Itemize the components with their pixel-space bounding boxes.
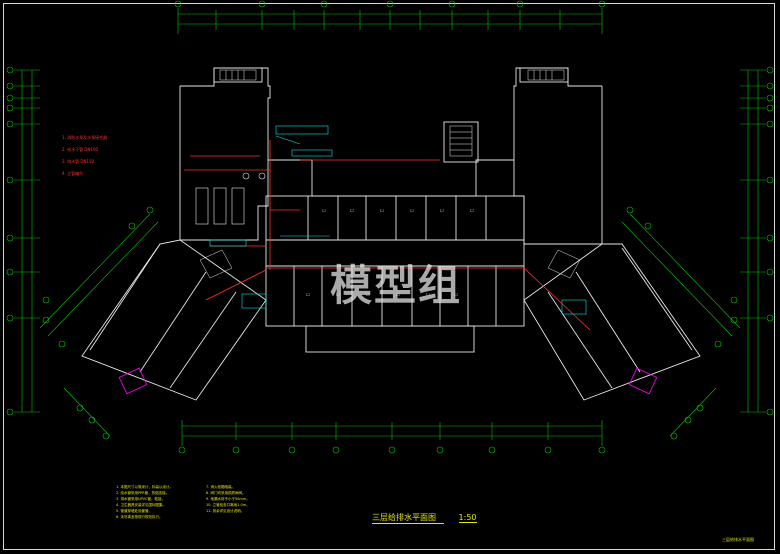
drawing-title-block: 三层给排水平面图 1:50 — [372, 512, 477, 524]
svg-text:☐: ☐ — [410, 208, 414, 213]
svg-text:☐: ☐ — [322, 208, 326, 213]
legend-item: 3. 排水管 DN150 — [62, 159, 95, 164]
building-walls — [81, 67, 701, 401]
grid-bubbles-bottom — [178, 446, 606, 454]
svg-text:☐: ☐ — [440, 208, 444, 213]
svg-text:☐: ☐ — [350, 208, 354, 213]
title-stamp: 三层给排水平面图 — [722, 537, 754, 542]
note: 8. 阀门均采用铜质闸阀。 — [206, 491, 246, 495]
note: 6. 未尽事宜按现行规范执行。 — [116, 515, 163, 519]
svg-text:☐: ☐ — [470, 208, 474, 213]
right-dimension-line — [740, 66, 774, 416]
note: 1. 本图尺寸以毫米计，标高以米计。 — [116, 485, 173, 489]
svg-text:☐: ☐ — [306, 292, 310, 297]
svg-text:☐: ☐ — [396, 292, 400, 297]
note: 5. 管道穿墙处设套管。 — [116, 509, 152, 513]
note: 2. 给水管采用PPR管，热熔连接。 — [116, 491, 170, 495]
legend-red: 1. 消防水泵及水泵接合器 2. 给水干管 DN100 3. 排水管 DN150… — [62, 132, 107, 180]
legend-item: 4. 立管编号 — [62, 171, 84, 176]
note: 7. 消火栓箱暗装。 — [206, 485, 235, 489]
note: 4. 卫生器具安装详见国标图集。 — [116, 503, 166, 507]
drawing-title: 三层给排水平面图 — [372, 512, 444, 524]
legend-item: 1. 消防水泵及水泵接合器 — [62, 135, 108, 140]
legend-item: 2. 给水干管 DN100 — [62, 147, 99, 152]
bottom-dimension-line — [181, 420, 603, 446]
drawing-scale: 1:50 — [458, 513, 477, 523]
right-wing-dimensions — [621, 206, 741, 440]
pipes — [184, 140, 591, 331]
note: 11. 其余详见设计说明。 — [206, 509, 245, 513]
top-dimension-line — [177, 8, 603, 34]
sheet-border — [3, 3, 775, 550]
left-wing-dimensions — [39, 206, 159, 440]
fixtures-magenta — [118, 367, 658, 395]
svg-text:☐: ☐ — [426, 292, 430, 297]
watermark: 模型组 — [330, 261, 463, 310]
note: 9. 地漏水封不小于50mm。 — [206, 497, 250, 501]
notes-right: 7. 消火栓箱暗装。 8. 阀门均采用铜质闸阀。 9. 地漏水封不小于50mm。… — [206, 484, 250, 514]
notes-left: 1. 本图尺寸以毫米计，标高以米计。 2. 给水管采用PPR管，热熔连接。 3.… — [116, 484, 173, 520]
cyan-annotations — [209, 125, 587, 315]
stairs — [199, 69, 581, 279]
room-labels: ☐ ☐ ☐ ☐ ☐ ☐ ☐ ☐ ☐ ☐ ☐ ☐ — [306, 208, 474, 297]
left-dimension-line — [6, 66, 40, 416]
note: 3. 排水管采用UPVC管，粘接。 — [116, 497, 165, 501]
equipment — [195, 172, 266, 225]
svg-text:☐: ☐ — [336, 292, 340, 297]
svg-text:☐: ☐ — [454, 292, 458, 297]
grid-bubbles-top — [174, 0, 606, 8]
note: 10. 立管检查口离地1.0m。 — [206, 503, 250, 507]
svg-text:☐: ☐ — [366, 292, 370, 297]
svg-text:☐: ☐ — [380, 208, 384, 213]
